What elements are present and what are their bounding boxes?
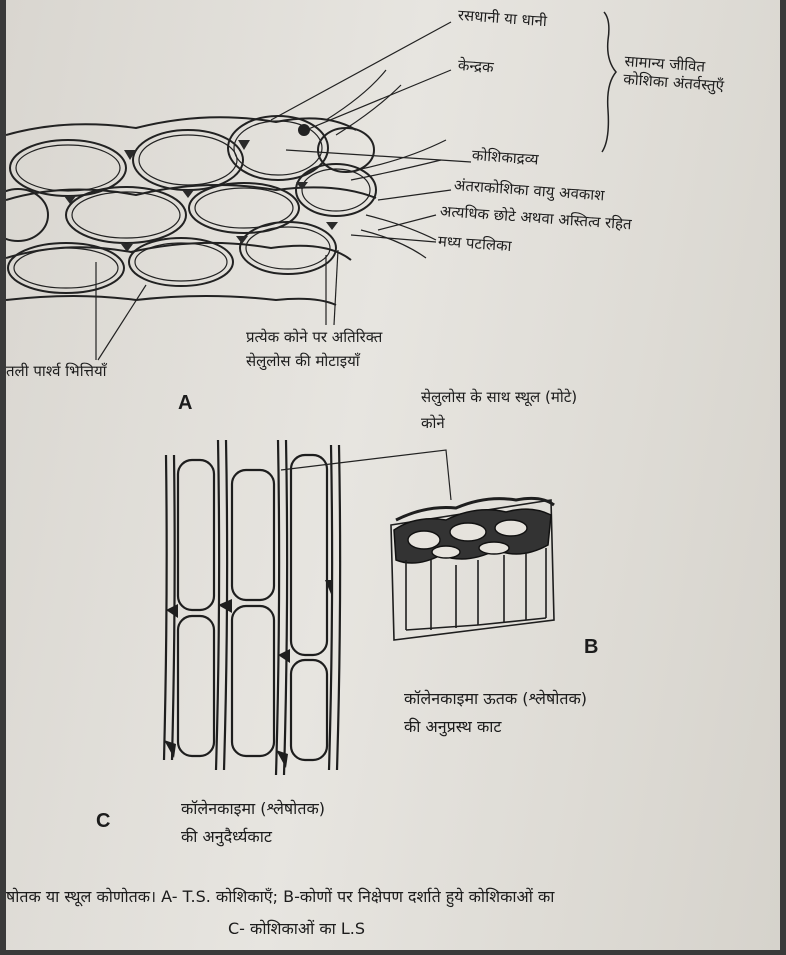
cell [66, 187, 186, 243]
diagram-a-transverse-section [6, 70, 446, 305]
label-corner-thickening-2: सेलुलोस की मोटाइयाँ [246, 352, 360, 370]
elongated-cell [178, 460, 214, 610]
caption-c-2: की अनुदैर्ध्यकाट [181, 828, 272, 846]
letter-a: A [178, 394, 192, 412]
diagram-c-longitudinal-section [164, 440, 340, 775]
cell [133, 130, 243, 190]
cell [189, 183, 299, 233]
figure-caption-line2: C- कोशिकाओं का L.S [228, 920, 365, 938]
letter-c: C [96, 812, 110, 830]
textbook-page: रसधानी या धानी केन्द्रक कोशिकाद्रव्य साम… [6, 0, 780, 950]
label-nucleus: केन्द्रक [457, 56, 494, 76]
leader-lines-bc [281, 450, 451, 500]
elongated-cell [232, 606, 274, 756]
caption-b-1: कॉलेनकाइमा ऊतक (श्लेषोतक) [404, 690, 587, 708]
elongated-cell [178, 616, 214, 756]
cell [129, 238, 233, 286]
cell [6, 189, 48, 241]
cell [296, 164, 376, 216]
diagram-b-block [391, 498, 554, 640]
label-thick-corners-2: कोने [421, 414, 445, 432]
figure-caption-line1: षोतक या स्थूल कोणोतक। A- T.S. कोशिकाएँ; … [6, 888, 554, 906]
caption-c-1: कॉलेनकाइमा (श्लेषोतक) [181, 800, 325, 818]
label-thick-corners-1: सेलुलोस के साथ स्थूल (मोटे) [421, 388, 577, 406]
letter-b: B [584, 638, 598, 656]
collenchyma-diagram [6, 0, 780, 950]
label-thin-walls: तली पार्श्व भित्तियाँ [6, 362, 107, 380]
label-corner-thickening-1: प्रत्येक कोने पर अतिरिक्त [246, 328, 382, 346]
elongated-cell [291, 660, 327, 760]
cell [8, 243, 124, 293]
elongated-cell [291, 455, 327, 655]
caption-b-2: की अनुप्रस्थ काट [404, 718, 501, 736]
elongated-cell [232, 470, 274, 600]
